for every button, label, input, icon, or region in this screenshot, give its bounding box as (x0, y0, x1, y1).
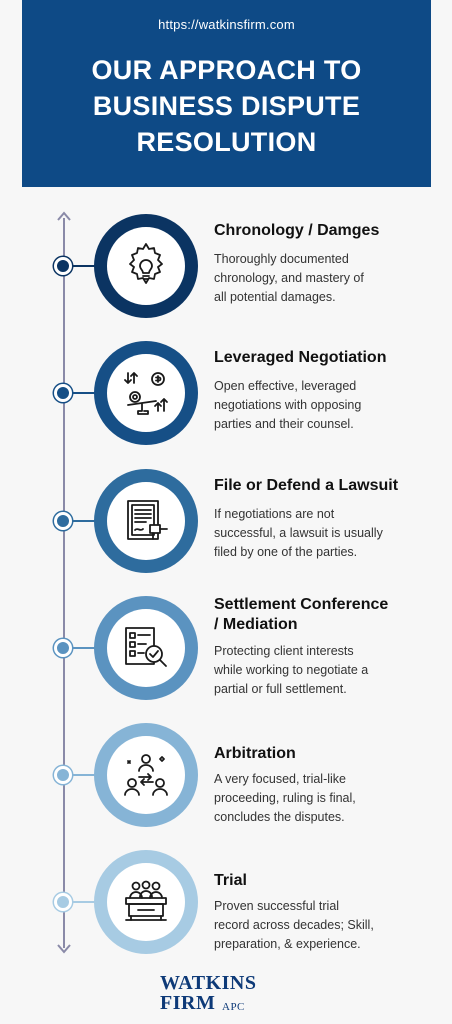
desc-line: Thoroughly documented (214, 252, 349, 266)
negotiation-scale-icon (124, 372, 168, 415)
step-connector (72, 520, 98, 522)
desc-line: negotiations with opposing (214, 398, 362, 412)
desc-line: concludes the disputes. (214, 810, 345, 824)
step-description: Protecting client interests while workin… (214, 642, 419, 699)
title-line-2: BUSINESS DISPUTE (92, 91, 361, 121)
step-icon-ring (94, 469, 198, 573)
desc-line: If negotiations are not (214, 507, 335, 521)
desc-line: while working to negotiate a (214, 663, 369, 677)
title-line: Settlement Conference (214, 596, 389, 613)
step-title: Trial (214, 872, 247, 889)
timeline-arrow-up-icon (57, 211, 71, 221)
step-title: Arbitration (214, 745, 296, 762)
desc-line: partial or full settlement. (214, 682, 347, 696)
step-arbitration: Arbitration A very focused, trial-like p… (0, 722, 452, 842)
step-description: Proven successful trial record across de… (214, 897, 419, 954)
logo-line-1: WATKINS (160, 972, 257, 994)
desc-line: record across decades; Skill, (214, 918, 374, 932)
step-connector (72, 265, 98, 267)
step-icon-ring (94, 850, 198, 954)
timeline-dot (54, 257, 72, 275)
timeline-dot (54, 639, 72, 657)
step-trial: Trial Proven successful trial record acr… (0, 849, 452, 969)
title-line: / Mediation (214, 616, 298, 633)
step-lawsuit: File or Defend a Lawsuit If negotiations… (0, 468, 452, 588)
desc-line: proceeding, ruling is final, (214, 791, 356, 805)
timeline-dot (54, 512, 72, 530)
arbitration-people-icon (124, 754, 168, 796)
step-icon-ring (94, 341, 198, 445)
checklist-magnifier-icon (125, 627, 167, 667)
desc-line: all potential damages. (214, 290, 336, 304)
step-connector (72, 392, 98, 394)
desc-line: chronology, and mastery of (214, 271, 364, 285)
desc-line: Proven successful trial (214, 899, 340, 913)
step-connector (72, 901, 98, 903)
step-settlement: Settlement Conference / Mediation Protec… (0, 595, 452, 715)
desc-line: filed by one of the parties. (214, 545, 358, 559)
document-gavel-icon (127, 500, 168, 540)
timeline-arrow-down-icon (57, 944, 71, 954)
step-description: Thoroughly documented chronology, and ma… (214, 250, 419, 307)
logo-suffix: APC (222, 1001, 245, 1013)
step-title: Leveraged Negotiation (214, 349, 387, 366)
step-icon-ring (94, 723, 198, 827)
step-icon-ring (94, 214, 198, 318)
timeline-line (63, 218, 65, 948)
desc-line: successful, a lawsuit is usually (214, 526, 383, 540)
watkins-firm-logo[interactable]: WATKINS FIRM APC (160, 972, 300, 1018)
logo-line-2: FIRM (160, 992, 216, 1014)
step-connector (72, 774, 98, 776)
page-title: OUR APPROACH TO BUSINESS DISPUTE RESOLUT… (22, 52, 431, 160)
timeline-dot (54, 893, 72, 911)
step-title: File or Defend a Lawsuit (214, 477, 399, 494)
title-line-1: OUR APPROACH TO (91, 55, 362, 85)
title-line-3: RESOLUTION (136, 127, 317, 157)
desc-line: A very focused, trial-like (214, 772, 346, 786)
step-description: Open effective, leveraged negotiations w… (214, 377, 419, 434)
step-connector (72, 647, 98, 649)
desc-line: parties and their counsel. (214, 417, 354, 431)
desc-line: preparation, & experience. (214, 937, 361, 951)
desc-line: Open effective, leveraged (214, 379, 357, 393)
timeline-dot (54, 384, 72, 402)
gear-lightbulb-icon (129, 243, 163, 284)
step-title: Chronology / Damges (214, 222, 380, 239)
step-description: If negotiations are not successful, a la… (214, 505, 419, 562)
step-description: A very focused, trial-like proceeding, r… (214, 770, 419, 827)
step-chronology: Chronology / Damges Thoroughly documente… (0, 213, 452, 333)
timeline-dot (54, 766, 72, 784)
website-url[interactable]: https://watkinsfirm.com (158, 17, 295, 32)
jury-bench-icon (125, 880, 167, 921)
step-icon-ring (94, 596, 198, 700)
step-title: Settlement Conference / Mediation (214, 595, 439, 635)
header-banner: https://watkinsfirm.com OUR APPROACH TO … (22, 0, 431, 187)
desc-line: Protecting client interests (214, 644, 354, 658)
step-negotiation: Leveraged Negotiation Open effective, le… (0, 340, 452, 460)
